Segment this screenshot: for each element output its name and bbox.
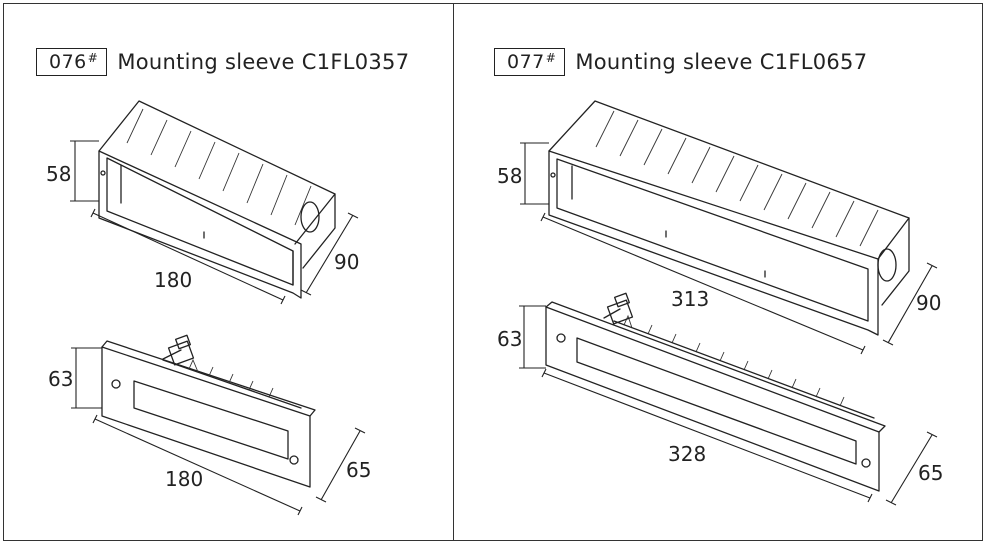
header-076: 076# Mounting sleeve C1FL0357 (36, 46, 409, 78)
code-box-076: 076# (36, 48, 108, 76)
sleeve-drawing (548, 100, 910, 336)
sleeve-length-label: 180 (154, 268, 192, 292)
panel-076: 076# Mounting sleeve C1FL0357 58 180 90 (3, 3, 453, 541)
cable-gland-icon (603, 292, 634, 325)
light-drawing (545, 292, 886, 492)
light-dimensions: 63 328 65 (497, 305, 943, 506)
light-depth-label: 65 (918, 461, 943, 485)
drawing-077: 58 313 90 63 328 65 (497, 100, 943, 506)
header-077: 077# Mounting sleeve C1FL0657 (494, 46, 867, 78)
sleeve-height-label: 58 (46, 162, 71, 186)
panel-077: 077# Mounting sleeve C1FL0657 58 313 90 (454, 3, 983, 541)
sleeve-depth-label: 90 (916, 291, 941, 315)
code-mark: # (87, 51, 99, 65)
code-number: 077 (507, 51, 545, 73)
product-title: Mounting sleeve C1FL0657 (575, 50, 868, 74)
sleeve-depth-label: 90 (334, 250, 359, 274)
drawing-076: 58 180 90 63 180 65 (46, 100, 371, 516)
light-height-label: 63 (497, 327, 522, 351)
sleeve-dimensions: 58 313 90 (497, 142, 941, 355)
sleeve-length-label: 313 (671, 287, 709, 311)
sleeve-drawing (98, 100, 336, 299)
light-drawing (101, 334, 316, 488)
light-length-label: 180 (165, 467, 203, 491)
cable-gland-icon (162, 334, 195, 366)
product-title: Mounting sleeve C1FL0357 (117, 50, 410, 74)
panel-divider (453, 3, 454, 541)
light-height-label: 63 (48, 367, 73, 391)
code-box-077: 077# (494, 48, 566, 76)
code-number: 076 (49, 51, 87, 73)
light-length-label: 328 (668, 442, 706, 466)
light-depth-label: 65 (346, 458, 371, 482)
code-mark: # (545, 51, 557, 65)
sleeve-dimensions: 58 180 90 (46, 140, 359, 305)
sleeve-height-label: 58 (497, 164, 522, 188)
drawing-frame (3, 3, 983, 541)
light-dimensions: 63 180 65 (48, 347, 371, 516)
